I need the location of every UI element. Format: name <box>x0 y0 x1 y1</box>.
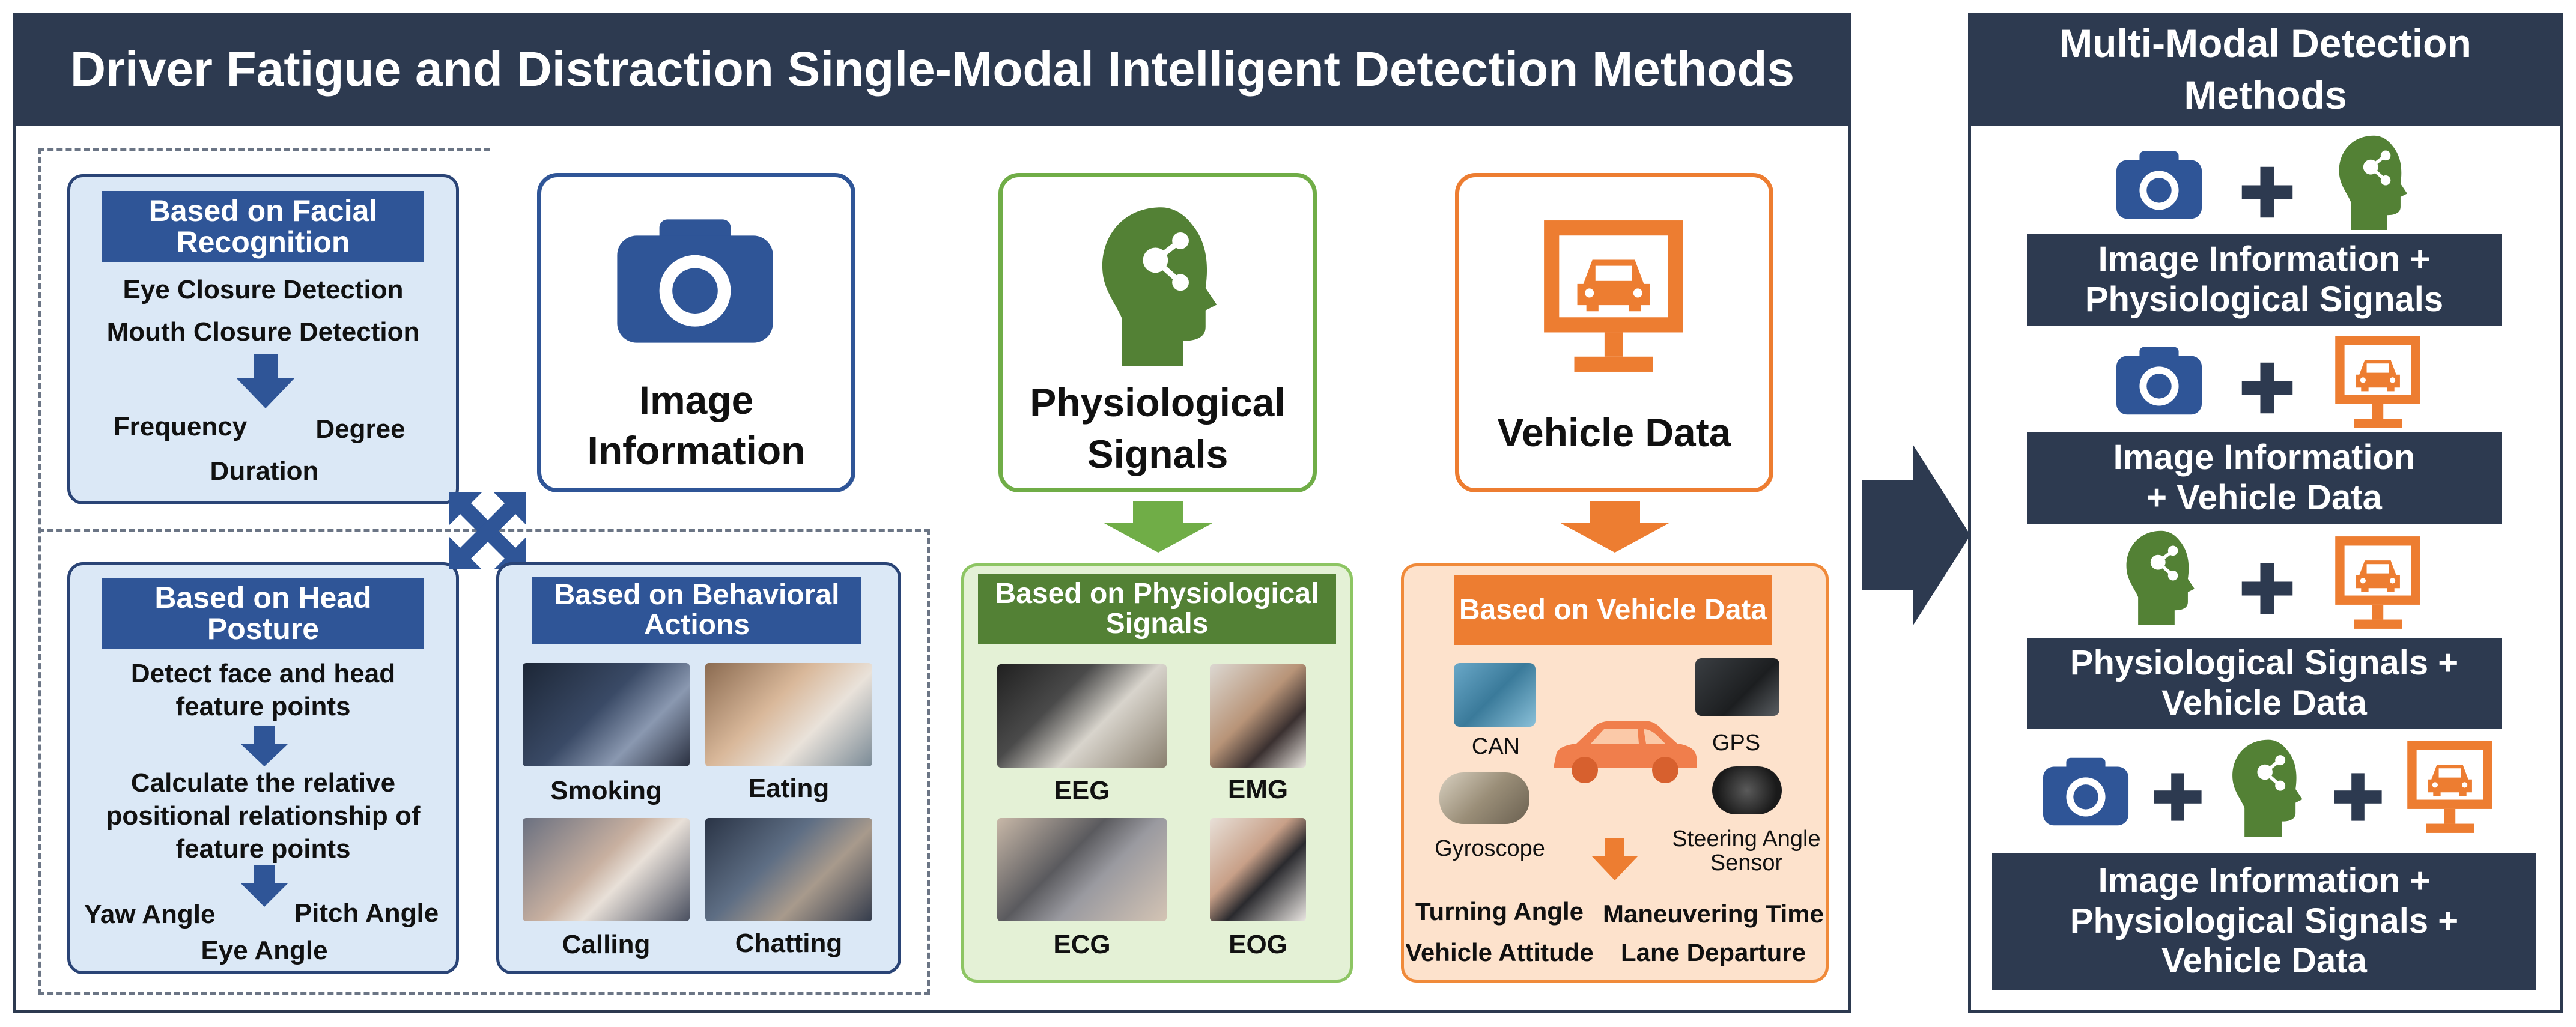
lane-departure-text: Lane Departure <box>1620 938 1806 966</box>
combo4-label: Image Information + Physiological Signal… <box>1992 853 2536 990</box>
combo4-plus-icon-1 <box>2151 770 2205 824</box>
combo1-head-icon <box>2331 132 2414 232</box>
emg-photo <box>1210 664 1306 768</box>
vehicle-card-line1: Vehicle Data <box>1497 410 1731 455</box>
multi-modal-title: Multi-Modal Detection Methods <box>1968 13 2563 126</box>
turning-angle-text: Turning Angle <box>1415 897 1584 926</box>
vehicle-small-down-arrow <box>1592 838 1638 880</box>
gyroscope-label: Gyroscope <box>1435 836 1545 861</box>
combo3-label: Physiological Signals + Vehicle Data <box>2027 638 2502 729</box>
chatting-photo <box>705 818 872 921</box>
yaw-angle-text: Yaw Angle <box>84 900 216 929</box>
to-multimodal-arrow <box>1862 444 1970 626</box>
combo3-head-icon <box>2118 527 2201 627</box>
vehicle-down-arrow <box>1560 501 1670 553</box>
vehicle-attitude-text: Vehicle Attitude <box>1405 938 1594 966</box>
vehicle-methods-label: Based on Vehicle Data <box>1454 575 1772 645</box>
smoking-photo <box>523 663 690 766</box>
combo4-monitor-car-icon <box>2403 739 2497 835</box>
head-down-arrow-1 <box>240 726 288 766</box>
can-device-image <box>1454 663 1536 727</box>
head-icon <box>1089 202 1228 369</box>
camera-icon <box>614 216 776 346</box>
degree-text: Degree <box>315 414 406 444</box>
duration-text: Duration <box>210 456 319 486</box>
gps-label: GPS <box>1712 730 1761 756</box>
monitor-car-icon <box>1538 217 1689 375</box>
relative-position-text: Calculate the relative positional relati… <box>106 768 421 864</box>
bidirectional-arrow-icon <box>449 492 526 569</box>
combo2-monitor-car-icon <box>2331 334 2425 430</box>
steering-sensor-image <box>1712 766 1782 814</box>
eeg-label: EEG <box>1054 776 1110 805</box>
physio-down-arrow <box>1103 501 1214 553</box>
calling-photo <box>523 818 690 921</box>
maneuvering-time-text: Maneuvering Time <box>1603 900 1824 928</box>
combo4-head-icon <box>2224 736 2309 838</box>
emg-label: EMG <box>1227 775 1289 804</box>
eating-label: Eating <box>748 774 830 803</box>
eye-closure-text: Eye Closure Detection <box>123 275 404 304</box>
behavioral-actions-label: Based on Behavioral Actions <box>532 577 861 644</box>
facial-recognition-label: Based on Facial Recognition <box>102 191 424 262</box>
eating-photo <box>705 663 872 766</box>
facial-down-arrow <box>237 354 294 408</box>
combo1-label: Image Information + Physiological Signal… <box>2027 234 2502 326</box>
combo3-plus-icon <box>2238 560 2296 617</box>
image-card-line2: Information <box>587 428 806 473</box>
gps-device-image <box>1695 658 1779 716</box>
single-modal-title: Driver Fatigue and Distraction Single-Mo… <box>13 13 1852 126</box>
combo3-monitor-car-icon <box>2331 535 2425 631</box>
combo4-plus-icon-2 <box>2331 770 2385 824</box>
combo2-plus-icon <box>2238 359 2296 417</box>
pitch-angle-text: Pitch Angle <box>294 898 439 928</box>
combo2-camera-icon <box>2115 345 2204 417</box>
physio-card-line2: Signals <box>1087 432 1229 476</box>
gyroscope-device-image <box>1439 772 1530 824</box>
eeg-photo <box>997 664 1167 768</box>
car-icon <box>1554 721 1697 783</box>
calling-label: Calling <box>562 930 651 959</box>
eog-label: EOG <box>1229 930 1287 959</box>
head-posture-label: Based on Head Posture <box>102 578 424 649</box>
head-down-arrow-2 <box>240 865 288 907</box>
smoking-label: Smoking <box>550 776 662 805</box>
combo2-label: Image Information + Vehicle Data <box>2027 432 2502 524</box>
physio-methods-label: Based on Physiological Signals <box>978 574 1336 644</box>
eog-photo <box>1210 818 1306 921</box>
image-methods-dashed-group <box>38 148 490 995</box>
chatting-label: Chatting <box>735 929 843 958</box>
detect-points-text: Detect face and head feature points <box>130 659 396 721</box>
combo4-camera-icon <box>2041 756 2130 828</box>
combo1-camera-icon <box>2115 149 2204 221</box>
ecg-label: ECG <box>1053 930 1111 959</box>
frequency-text: Frequency <box>113 412 248 441</box>
eye-angle-text: Eye Angle <box>201 936 328 965</box>
mouth-closure-text: Mouth Closure Detection <box>106 317 420 347</box>
ecg-photo <box>997 818 1167 921</box>
combo1-plus-icon <box>2238 163 2296 221</box>
physio-card-line1: Physiological <box>1030 380 1286 425</box>
steering-sensor-label: Steering Angle Sensor <box>1672 826 1821 876</box>
can-label: CAN <box>1471 734 1520 759</box>
image-card-line1: Image <box>639 378 754 422</box>
